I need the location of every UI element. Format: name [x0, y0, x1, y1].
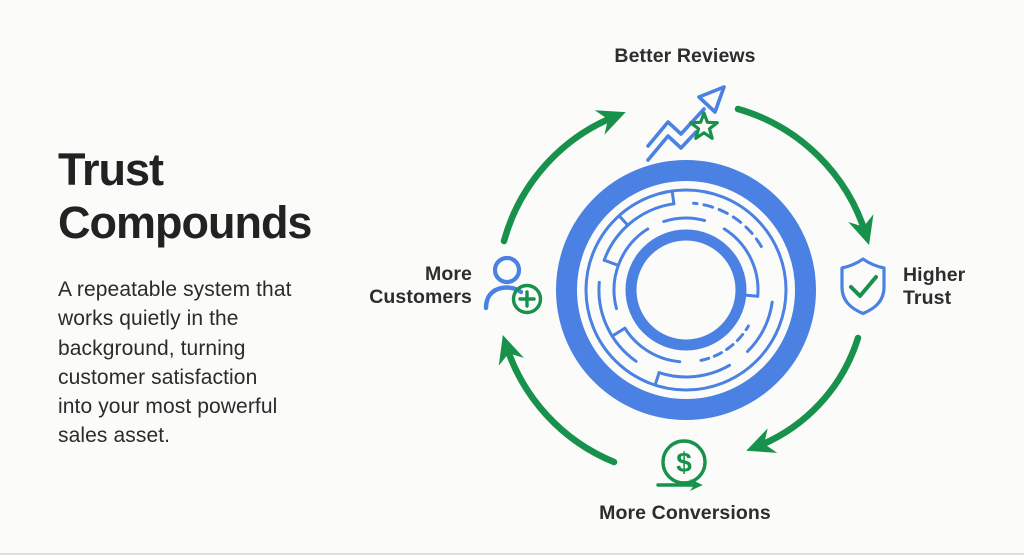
description-line: into your most powerful — [58, 395, 278, 419]
title-line-2: Compounds — [58, 197, 312, 248]
center-maze-graphic — [556, 160, 816, 420]
dollar-sign: $ — [676, 447, 692, 478]
star-icon — [689, 111, 719, 140]
more-customers-line-2: Customers — [369, 285, 472, 308]
cycle-arrow-reviews-to-trust — [734, 105, 874, 246]
inner-ring — [625, 229, 747, 351]
node-label-more-conversions: More Conversions — [599, 502, 771, 524]
title-line-1: Trust — [58, 144, 164, 195]
description-line: A repeatable system that — [58, 278, 292, 301]
cycle-arrow-trust-to-conversions — [746, 334, 862, 453]
dollar-cycle-icon: $ — [656, 439, 707, 491]
node-label-better-reviews: Better Reviews — [614, 45, 756, 67]
trend-up-star-icon — [646, 85, 726, 162]
description-line: works quietly in the — [58, 307, 239, 331]
cycle-arrow-conversions-to-customers — [498, 335, 618, 466]
description-line: sales asset. — [58, 424, 171, 448]
outer-ring — [556, 160, 816, 420]
maze-boundary — [584, 188, 788, 392]
description-line: customer satisfaction — [58, 365, 258, 389]
description: A repeatable system that works quietly i… — [58, 275, 368, 451]
person-add-icon — [483, 255, 543, 315]
higher-trust-line-2: Trust — [903, 286, 952, 309]
check-icon — [849, 275, 878, 298]
maze-arcs — [597, 189, 774, 387]
plus-circle-icon — [511, 283, 543, 315]
shield-check-icon — [840, 257, 886, 316]
cycle-arrow-customers-to-reviews — [500, 110, 626, 245]
more-customers-line-1: More — [425, 263, 472, 285]
higher-trust-line-1: Higher — [903, 264, 966, 286]
description-line: background, turning — [58, 336, 246, 360]
